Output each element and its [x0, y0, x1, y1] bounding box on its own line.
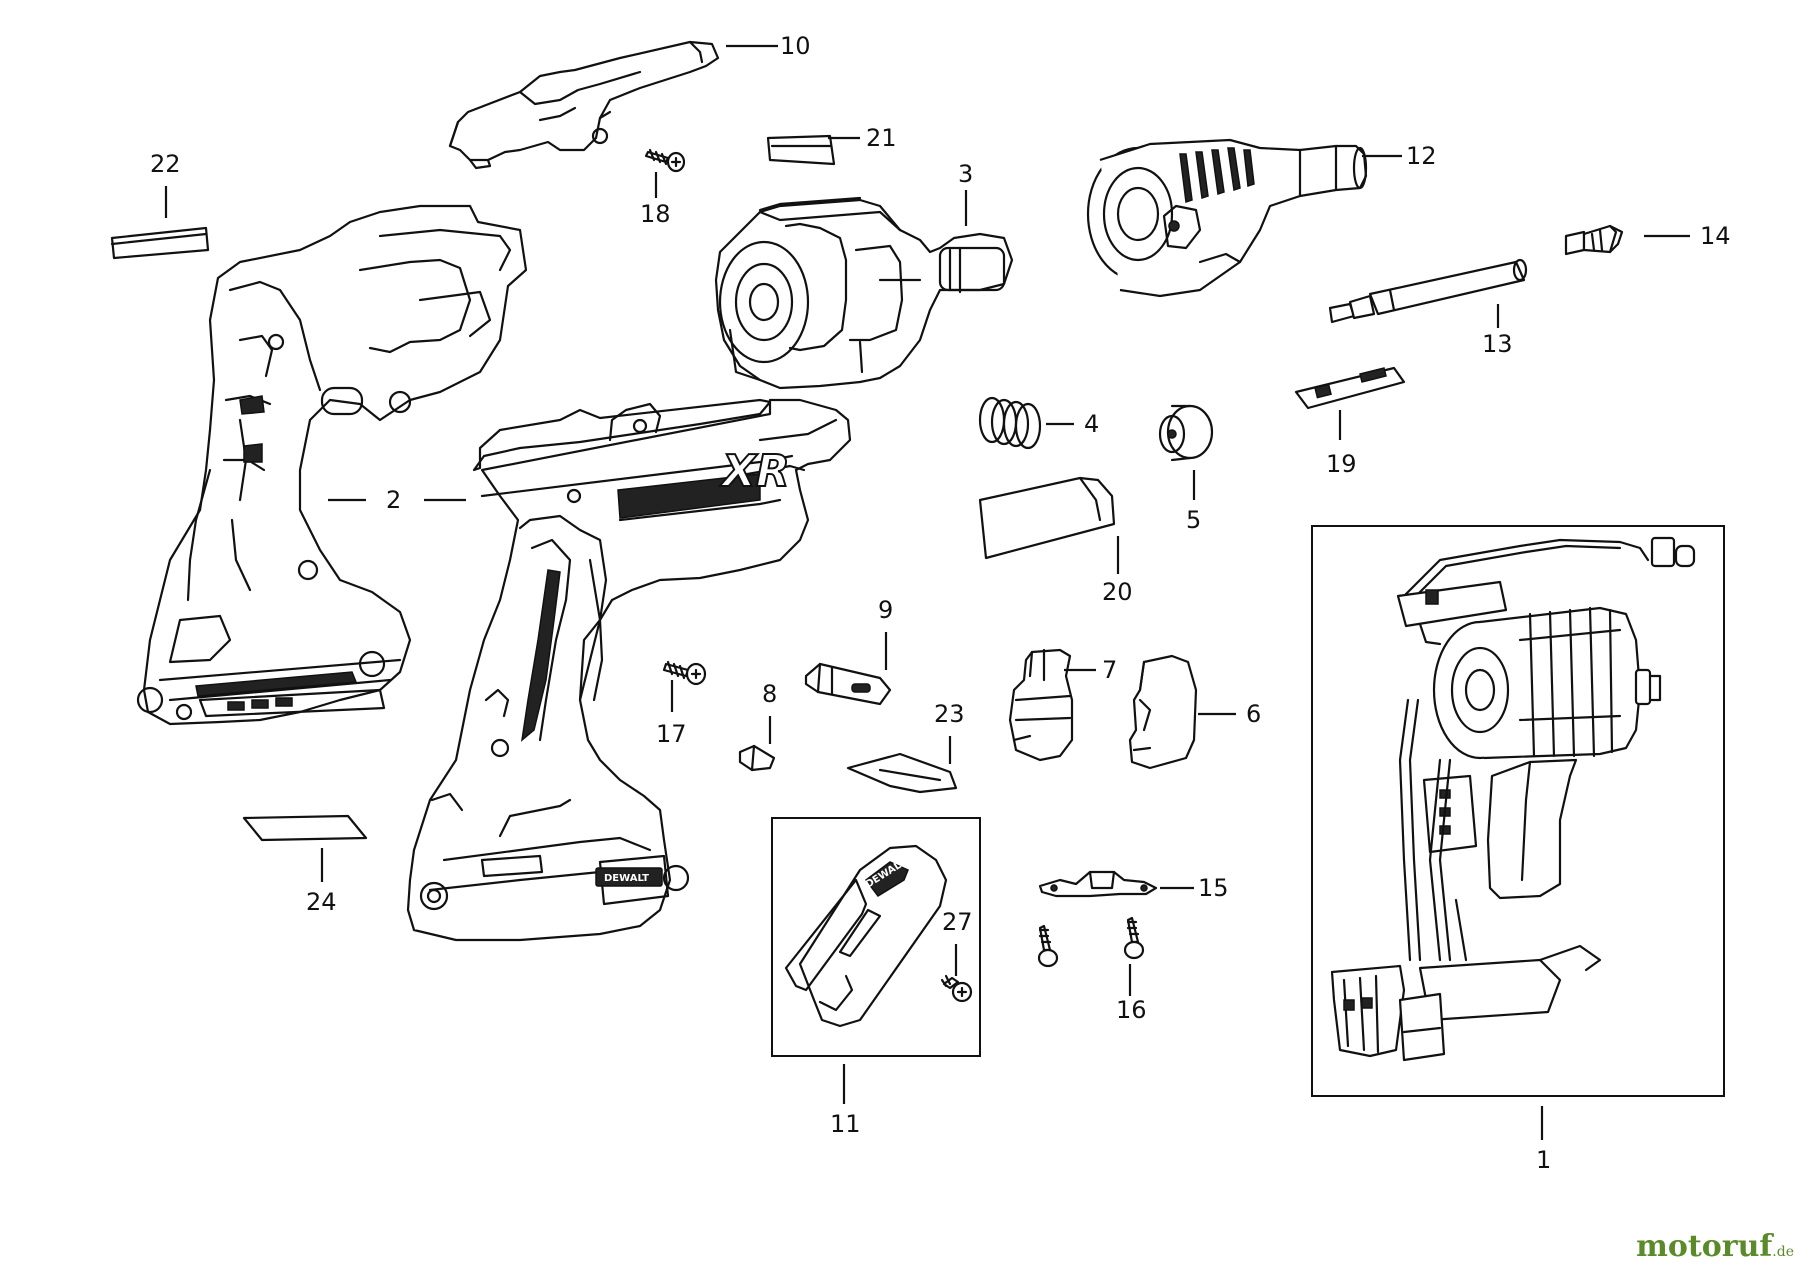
- watermark-text: motoruf: [1636, 1229, 1773, 1264]
- callout-13: 13: [1482, 330, 1513, 358]
- callout-7: 7: [1102, 656, 1117, 684]
- part-2-right-housing-half: XR DEWALT: [406, 398, 852, 942]
- part-3-gear-housing: [714, 196, 1014, 390]
- part-2-left-housing-half: [136, 204, 528, 726]
- callout-3: 3: [958, 160, 973, 188]
- part-11-belt-clip: DEWALT: [784, 844, 948, 1028]
- part-16-screws: [1037, 916, 1145, 968]
- callout-9: 9: [878, 596, 893, 624]
- part-6-cover-half: [1128, 654, 1198, 770]
- callout-24: 24: [306, 888, 337, 916]
- part-19-label: [1294, 366, 1406, 410]
- part-18-screw: [644, 148, 686, 173]
- part-27-screw: [940, 974, 973, 1003]
- callout-4: 4: [1084, 410, 1099, 438]
- part-5-bearing: [1158, 404, 1214, 462]
- callout-12: 12: [1406, 142, 1437, 170]
- callout-16: 16: [1116, 996, 1147, 1024]
- part-10-top-cover: [448, 40, 720, 170]
- callout-19: 19: [1326, 450, 1357, 478]
- part-13-bit-holder: [1328, 258, 1528, 324]
- part-1-group-box: [1311, 525, 1725, 1097]
- callout-10: 10: [780, 32, 811, 60]
- callout-22: 22: [150, 150, 181, 178]
- watermark-tld: .de: [1772, 1244, 1794, 1260]
- part-15-clamp-bracket: [1038, 870, 1158, 898]
- callout-5: 5: [1186, 506, 1201, 534]
- callout-17: 17: [656, 720, 687, 748]
- callout-14: 14: [1700, 222, 1731, 250]
- part-23-label: [846, 752, 958, 794]
- callout-15: 15: [1198, 874, 1229, 902]
- callout-18: 18: [640, 200, 671, 228]
- callout-numbers: 10 22 21 18 3 12 14 13 4 5 19 2 20 9 7 6…: [150, 32, 1731, 1174]
- callout-2a: 2: [386, 486, 401, 514]
- part-17-screw: [662, 660, 707, 686]
- callout-20: 20: [1102, 578, 1133, 606]
- part-12-nose-cone: [1086, 138, 1368, 298]
- xr-logo-badge: XR: [719, 446, 790, 497]
- part-1-motor-assembly: [1330, 536, 1696, 1062]
- callout-1: 1: [1536, 1146, 1551, 1174]
- part-8-knob: [738, 744, 776, 772]
- part-9-switch-slider: [804, 662, 892, 706]
- callout-27: 27: [942, 908, 973, 936]
- motoruf-watermark: motoruf.de: [1636, 1229, 1794, 1264]
- callout-11: 11: [830, 1110, 861, 1138]
- part-11-group-box: [771, 817, 981, 1057]
- part-21-label: [766, 134, 836, 166]
- part-14-bit: [1564, 224, 1624, 256]
- part-22-label-strip: [110, 226, 210, 260]
- callout-8: 8: [762, 680, 777, 708]
- leader-lines: [164, 44, 1690, 1140]
- part-7-clip-half: [1008, 648, 1074, 762]
- callout-23: 23: [934, 700, 965, 728]
- callout-21: 21: [866, 124, 897, 152]
- dewalt-housing-badge: DEWALT: [604, 873, 649, 884]
- part-20-label: [978, 476, 1116, 560]
- part-24-label: [242, 814, 368, 842]
- callout-6: 6: [1246, 700, 1261, 728]
- part-4-spring: [978, 396, 1042, 450]
